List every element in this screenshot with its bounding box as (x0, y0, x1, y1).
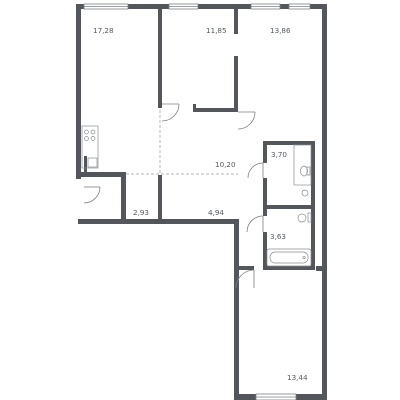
door-room-3 (237, 111, 256, 130)
area-label-bath-1: 3,70 (271, 150, 287, 159)
area-label-closet: 4,94 (208, 208, 224, 217)
area-label-hall: 10,20 (215, 160, 236, 169)
washbasin-icon (301, 189, 309, 197)
bath-2-fixtures (266, 212, 312, 267)
stove-icon (84, 129, 96, 141)
area-label-bath-2: 3,63 (270, 232, 286, 241)
bathtub-icon (266, 248, 312, 267)
area-label-loggia: 2,93 (133, 208, 149, 217)
dashed-partitions (126, 110, 238, 175)
kitchen-fixtures (81, 125, 99, 169)
windows-top (83, 3, 311, 10)
bath-1-fixtures (293, 144, 312, 197)
door-room-2 (161, 103, 180, 122)
window-bottom (255, 393, 297, 400)
door-room-4 (235, 269, 255, 289)
door-bath-1 (247, 162, 264, 179)
area-label-room-1: 17,28 (93, 26, 114, 35)
area-label-room-3: 13,86 (270, 26, 291, 35)
doors (83, 103, 264, 289)
area-labels: 17,28 11,85 13,86 10,20 3,70 3,63 2,93 4… (93, 26, 308, 382)
outer-walls (76, 4, 327, 400)
area-label-room-4: 13,44 (287, 373, 308, 382)
interior-walls (84, 8, 315, 270)
door-bath-2 (246, 215, 264, 233)
toilet-icon (300, 165, 311, 177)
door-loggia (83, 186, 101, 204)
sink-icon (87, 157, 98, 168)
area-label-room-2: 11,85 (206, 26, 227, 35)
toilet-icon-2 (297, 212, 312, 223)
